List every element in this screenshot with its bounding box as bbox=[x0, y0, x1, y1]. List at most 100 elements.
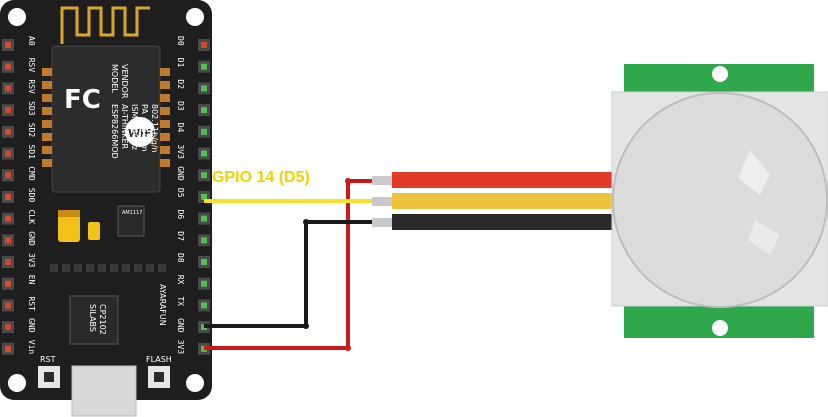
pir-sensor bbox=[372, 64, 828, 338]
left-pin-label: SD3 bbox=[27, 101, 36, 116]
right-pin-dot bbox=[201, 280, 207, 287]
right-pin-label: D5 bbox=[176, 188, 185, 198]
fc-logo: FC bbox=[64, 85, 101, 115]
left-pin-label: A0 bbox=[27, 36, 36, 46]
right-pin-label: RX bbox=[176, 275, 185, 285]
sensor-cable-black bbox=[392, 214, 614, 230]
left-pin-dot bbox=[5, 85, 11, 92]
right-pin-label: GND bbox=[176, 166, 185, 181]
right-pin-dot bbox=[201, 42, 207, 48]
right-pin-dot bbox=[201, 302, 207, 309]
right-pin-label: D2 bbox=[176, 79, 185, 89]
maker-text: AYARAFUN bbox=[158, 284, 167, 326]
left-pin-label: RST bbox=[27, 296, 36, 311]
right-pin-label: D4 bbox=[176, 123, 185, 133]
mounting-hole bbox=[186, 8, 204, 26]
usb-connector bbox=[71, 365, 137, 417]
right-pin-dot bbox=[201, 237, 207, 244]
left-pin-label: Vin bbox=[27, 340, 36, 355]
right-pin-label: D6 bbox=[176, 210, 185, 220]
antenna-trace bbox=[60, 6, 150, 44]
mounting-hole bbox=[712, 320, 728, 336]
left-pin-label: 3V3 bbox=[27, 253, 36, 268]
right-pin-label: D0 bbox=[176, 36, 185, 46]
left-pin-dot bbox=[5, 302, 11, 309]
voltage-regulator bbox=[117, 205, 145, 237]
right-pin-dot bbox=[201, 63, 207, 70]
left-pin-label: CMD bbox=[27, 166, 36, 181]
left-pin-label: GND bbox=[27, 231, 36, 246]
left-pin-label: RSV bbox=[27, 58, 36, 73]
right-pin-label: TX bbox=[176, 296, 185, 306]
right-pin-label: D3 bbox=[176, 101, 185, 111]
left-pin-dot bbox=[5, 150, 11, 157]
left-pin-label: CLK bbox=[27, 210, 36, 225]
sensor-cable-yellow bbox=[392, 193, 614, 209]
right-pin-dot bbox=[201, 172, 207, 179]
gpio-annotation: GPIO 14 (D5) bbox=[212, 169, 310, 186]
nodemcu-board: FC WiFi MODEL ESP8266MOD VENDOR AI-THINK… bbox=[0, 0, 212, 417]
left-pin-label: EN bbox=[27, 275, 36, 285]
svg-text:PA +25dBm: PA +25dBm bbox=[140, 104, 149, 152]
capacitor bbox=[58, 210, 80, 242]
left-pin-dot bbox=[5, 172, 11, 179]
svg-text:CP2102: CP2102 bbox=[98, 304, 107, 335]
sensor-pin-gnd bbox=[372, 218, 392, 227]
left-pin-dot bbox=[5, 63, 11, 70]
left-pin-label: SD1 bbox=[27, 145, 36, 160]
right-pin-label: D7 bbox=[176, 231, 185, 241]
fresnel-dome bbox=[612, 92, 828, 308]
svg-text:ESP8266MOD: ESP8266MOD bbox=[110, 104, 119, 159]
right-pin-label: 3V3 bbox=[176, 340, 185, 355]
left-pin-dot bbox=[5, 42, 11, 48]
right-pin-dot bbox=[201, 107, 207, 114]
left-pin-label: SD2 bbox=[27, 123, 36, 138]
module-text: MODEL ESP8266MOD VENDOR AI-THINKER ISM 2… bbox=[110, 64, 159, 159]
module-pads bbox=[42, 68, 170, 167]
mounting-hole bbox=[186, 374, 204, 392]
svg-text:VENDOR: VENDOR bbox=[120, 64, 129, 99]
gnd-wire bbox=[204, 220, 372, 328]
mounting-hole bbox=[8, 374, 26, 392]
mounting-hole bbox=[8, 8, 26, 26]
svg-text:802.11b/g/n: 802.11b/g/n bbox=[150, 104, 159, 153]
mounting-hole bbox=[712, 66, 728, 82]
sensor-pin-out bbox=[372, 197, 392, 206]
svg-text:AM1117: AM1117 bbox=[122, 210, 142, 216]
tantalum-cap bbox=[88, 222, 100, 240]
sensor-pin-vcc bbox=[372, 176, 392, 185]
svg-text:AI-THINKER: AI-THINKER bbox=[120, 104, 129, 150]
left-pin-dot bbox=[5, 259, 11, 265]
svg-text:RST: RST bbox=[40, 355, 56, 364]
svg-text:ISM 2.4GHz: ISM 2.4GHz bbox=[130, 104, 139, 150]
svg-text:MODEL: MODEL bbox=[110, 64, 119, 93]
wires bbox=[204, 178, 372, 351]
right-pin-label: D1 bbox=[176, 58, 185, 68]
esp-module bbox=[51, 45, 161, 193]
svg-text:FLASH: FLASH bbox=[146, 355, 172, 364]
left-pin-label: SD0 bbox=[27, 188, 36, 203]
right-pin-label: 3V3 bbox=[176, 145, 185, 160]
sensor-cable-red bbox=[392, 172, 614, 188]
right-pin-label: GND bbox=[176, 318, 185, 333]
left-pin-dot bbox=[5, 324, 11, 331]
svg-text:WiFi: WiFi bbox=[128, 127, 155, 140]
left-pin-label: RSV bbox=[27, 79, 36, 94]
wifi-logo: WiFi bbox=[125, 117, 155, 147]
left-pin-dot bbox=[5, 345, 11, 352]
right-pin-dot bbox=[201, 193, 207, 200]
right-pin-label: D8 bbox=[176, 253, 185, 263]
left-pin-dot bbox=[5, 237, 11, 244]
right-pin-dot bbox=[201, 85, 207, 92]
right-pin-dot bbox=[201, 215, 207, 222]
svg-text:SILABS: SILABS bbox=[88, 304, 97, 332]
right-pin-dot bbox=[201, 128, 207, 135]
left-pin-label: GND bbox=[27, 318, 36, 333]
right-pin-dot bbox=[201, 150, 207, 157]
vcc-wire bbox=[204, 179, 372, 350]
header-row bbox=[50, 264, 166, 272]
right-pin-dot bbox=[201, 259, 207, 265]
